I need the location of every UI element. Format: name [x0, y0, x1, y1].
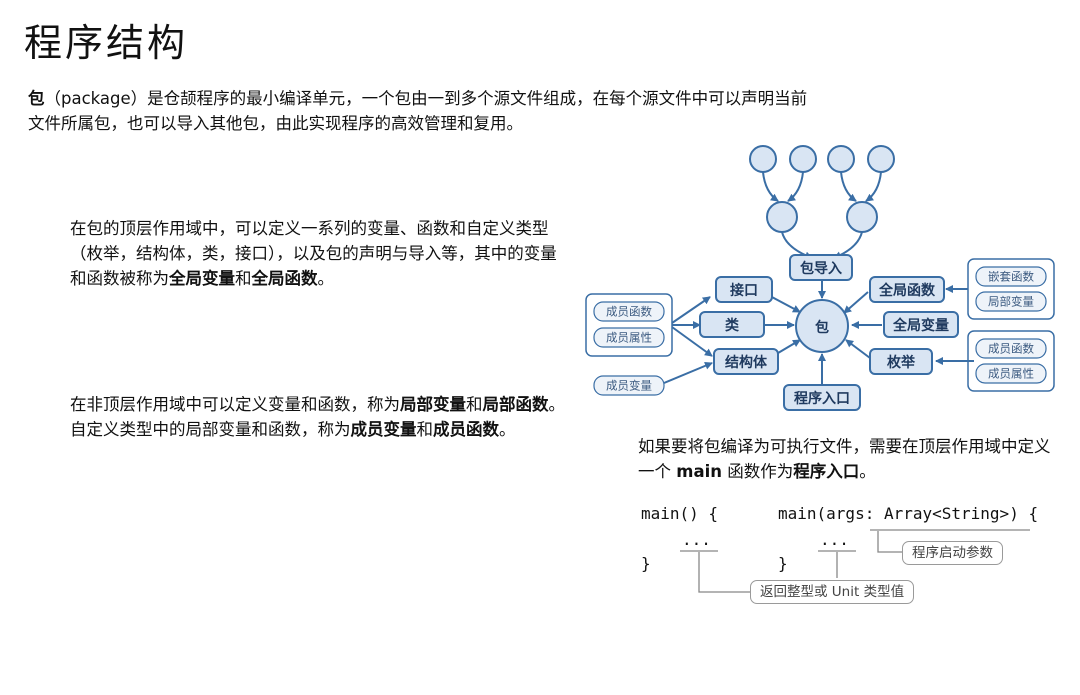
label-import: 包导入 [800, 260, 842, 277]
p2-mid: 。自定义类型中的局部变量和函数，称为 [70, 395, 565, 439]
node-struct [713, 348, 779, 375]
code-dots-left: ... [682, 530, 711, 549]
label-global-var: 全局变量 [892, 317, 949, 334]
p2-local-func: 局部函数 [482, 395, 549, 414]
p2-and2: 和 [416, 420, 434, 439]
chip-class-func [593, 301, 665, 322]
label-class: 类 [725, 317, 740, 334]
intro-paragraph: 包（package）是仓颉程序的最小编译单元，一个包由一到多个源文件组成，在每个… [28, 86, 818, 136]
p3-text: 如果要将包编译为可执行文件，需要在顶层作用域中定义一个 [638, 437, 1051, 481]
p2-local-var: 局部变量 [400, 395, 466, 414]
chip-label: 成员函数 [988, 342, 1034, 356]
p2-and1: 和 [466, 395, 483, 414]
node-entry [783, 384, 861, 411]
package-circle [789, 145, 817, 173]
package-circle [766, 201, 798, 233]
package-circle [827, 145, 855, 173]
package-circle [846, 201, 878, 233]
p2-member-func: 成员函数 [433, 420, 499, 439]
code-annotation-lines [680, 529, 1030, 593]
label-interface: 接口 [730, 282, 758, 299]
note-return-value: 返回整型或 Unit 类型值 [750, 580, 915, 604]
code-main-simple: main() { [641, 504, 719, 523]
p3-end: 。 [859, 462, 876, 481]
p3-mid: 函数作为 [721, 462, 794, 481]
p1-and: 和 [235, 269, 252, 288]
p1-global-var: 全局变量 [169, 269, 235, 288]
chip-label: 成员变量 [606, 379, 652, 393]
p3-main-code: main [676, 462, 722, 481]
node-global-func [869, 276, 945, 303]
chip-nested-func [975, 266, 1047, 287]
p1-text: 在包的顶层作用域中，可以定义一系列的变量、函数和自定义类型（枚举，结构体，类，接… [70, 219, 557, 288]
package-center-node [795, 299, 849, 353]
code-close-right: } [778, 554, 788, 573]
chip-enum-func [975, 338, 1047, 359]
node-interface [715, 276, 773, 303]
page-title: 程序结构 [24, 21, 189, 65]
p1-global-func: 全局函数 [251, 269, 318, 288]
intro-bold: 包 [28, 89, 45, 108]
class-members-group [585, 293, 673, 357]
import-tree [749, 145, 895, 233]
note-startup-args: 程序启动参数 [902, 541, 1003, 565]
p2-text: 在非顶层作用域中可以定义变量和函数，称为 [70, 395, 400, 414]
import-edges [663, 171, 974, 384]
paragraph-entry: 如果要将包编译为可执行文件，需要在顶层作用域中定义一个 main 函数作为程序入… [638, 434, 1058, 484]
chip-class-attr [593, 327, 665, 348]
p2-member-var: 成员变量 [350, 420, 417, 439]
code-main-args: main(args: Array<String>) { [778, 504, 1039, 523]
chip-label: 成员属性 [606, 331, 652, 345]
package-circle [867, 145, 895, 173]
label-global-func: 全局函数 [878, 282, 936, 299]
p2-end: 。 [499, 420, 516, 439]
package-circle [749, 145, 777, 173]
chip-label: 局部变量 [988, 295, 1034, 309]
code-close-left: } [641, 554, 651, 573]
label-entry: 程序入口 [794, 390, 850, 407]
label-struct: 结构体 [725, 354, 768, 371]
p1-end: 。 [317, 269, 335, 288]
enum-members-group [967, 330, 1055, 392]
chip-label: 成员函数 [606, 305, 652, 319]
p3-entry: 程序入口 [793, 462, 860, 481]
chip-local-var [975, 291, 1047, 312]
global-func-members-group [967, 258, 1055, 320]
center-label: 包 [815, 319, 829, 336]
paragraph-local: 在非顶层作用域中可以定义变量和函数，称为局部变量和局部函数。自定义类型中的局部变… [70, 392, 570, 442]
chip-label: 嵌套函数 [988, 270, 1034, 284]
chip-struct-var [593, 375, 665, 396]
node-import [789, 254, 853, 281]
chip-enum-attr [975, 363, 1047, 384]
intro-text: （package）是仓颉程序的最小编译单元，一个包由一到多个源文件组成，在每个源… [28, 89, 808, 133]
paragraph-top-level: 在包的顶层作用域中，可以定义一系列的变量、函数和自定义类型（枚举，结构体，类，接… [70, 216, 570, 291]
node-global-var [883, 311, 959, 338]
code-dots-right: ... [820, 530, 849, 549]
node-class [699, 311, 765, 338]
chip-label: 成员属性 [988, 367, 1034, 381]
label-enum: 枚举 [887, 354, 916, 371]
node-enum [869, 348, 933, 375]
